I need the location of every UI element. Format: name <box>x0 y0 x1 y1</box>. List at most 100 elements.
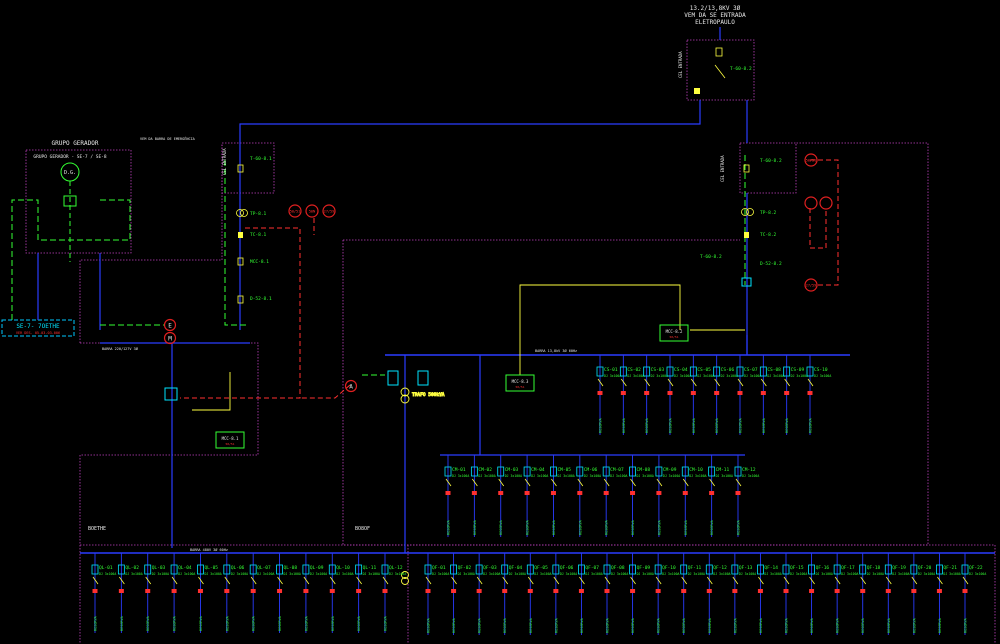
feeder-breaker-tag: DJ 3x100A <box>284 572 301 576</box>
feeder-load-label: RESERVA <box>759 617 763 633</box>
meter-e[interactable]: E <box>163 318 177 332</box>
mcc-box-left[interactable]: MCC-8.1 50/51 <box>215 431 245 449</box>
feeder-breaker-tag: DJ 3x100A <box>943 572 960 576</box>
transformer-bottom[interactable] <box>401 571 409 585</box>
feeder-breaker-tag: DJ 3x100A <box>637 572 654 576</box>
feeder-load-label: RESERVA <box>526 519 530 535</box>
feeder-name: CM-08 <box>637 467 651 473</box>
tp-1-icon[interactable] <box>236 209 244 217</box>
incoming-tc-icon[interactable] <box>694 88 700 94</box>
tp-2-icon[interactable] <box>741 208 749 216</box>
transformer-main[interactable] <box>400 387 410 404</box>
feeder-name: QL-04 <box>178 565 192 571</box>
feeder-breaker-tag: DJ 3x100A <box>739 572 756 576</box>
incoming-breaker-icon[interactable] <box>714 64 726 79</box>
feeder-load-label: RESERVA <box>708 617 712 633</box>
feeder-name: CS-05 <box>697 367 711 373</box>
feeder-breaker-tag: DJ 3x100A <box>585 572 602 576</box>
feeder-load-label: RESERVA <box>964 617 968 633</box>
relay-1-icon[interactable] <box>237 164 244 173</box>
meter-m[interactable]: M <box>163 331 177 345</box>
disj-1-icon[interactable] <box>237 295 244 304</box>
feeder-load-label: RESERVA <box>304 615 308 631</box>
svg-text:TP-8.2: TP-8.2 <box>760 210 777 216</box>
feeder-name: QF-11 <box>688 565 702 571</box>
relay-2-icon[interactable] <box>743 164 750 173</box>
feeder-name: QL-09 <box>310 565 324 571</box>
mcc-box-tr[interactable] <box>387 370 429 386</box>
tc-1-icon[interactable] <box>238 232 243 238</box>
tc-2-icon[interactable] <box>744 232 749 238</box>
relay-circles-right[interactable]: 50/51 27/59 <box>804 153 833 292</box>
svg-text:CEL ENTRADA: CEL ENTRADA <box>678 51 683 78</box>
disj-2-icon[interactable] <box>741 277 752 287</box>
meter-a[interactable]: A <box>344 379 358 393</box>
feeder-name: QF-12 <box>713 565 727 571</box>
mcc-box-right[interactable]: MCC-8.2 50/51 <box>659 324 689 342</box>
feeder-load-label: RESERVA <box>120 615 124 631</box>
relay-circles-left[interactable]: 50/51 50N 27/59 <box>288 204 336 218</box>
mcc-box-lv[interactable] <box>164 387 178 401</box>
incoming-switch-icon[interactable] <box>715 47 723 57</box>
mcc-box-mid[interactable]: MCC-8.3 50/51 <box>505 374 535 392</box>
feeder-load-label: RESERVA <box>631 617 635 633</box>
se7-panel[interactable]: SE-7- 7OETHE VER DES. 05-03-03-006 <box>1 319 75 337</box>
